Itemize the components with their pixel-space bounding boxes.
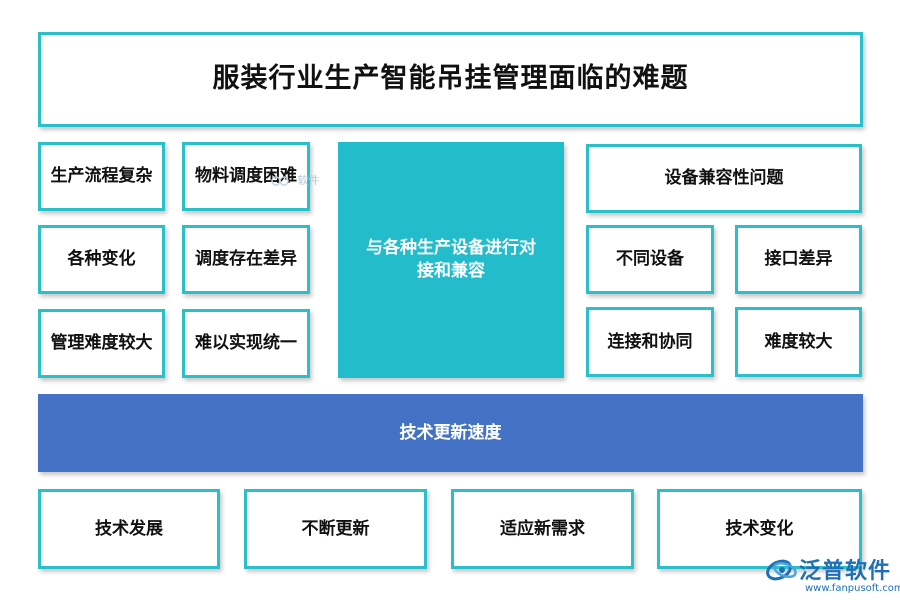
node-left-col1-2: 各种变化 bbox=[38, 225, 165, 294]
node-bottom-2: 不断更新 bbox=[244, 489, 427, 569]
node-right-1: 不同设备 bbox=[586, 225, 714, 294]
node-right-header: 设备兼容性问题 bbox=[586, 144, 862, 213]
node-right-2: 接口差异 bbox=[735, 225, 862, 294]
node-left-col2-2: 调度存在差异 bbox=[182, 225, 310, 294]
node-bottom-3: 适应新需求 bbox=[451, 489, 634, 569]
node-left-col2-3: 难以实现统一 bbox=[182, 309, 310, 378]
diagram-title: 服装行业生产智能吊挂管理面临的难题 bbox=[38, 32, 863, 127]
watermark: 软件 bbox=[270, 172, 320, 188]
fanpu-logo-icon bbox=[766, 559, 797, 581]
node-left-col2-1: 物料调度困难 bbox=[182, 142, 310, 211]
node-right-4: 难度较大 bbox=[735, 307, 862, 377]
node-center-compatibility: 与各种生产设备进行对接和兼容 bbox=[338, 142, 564, 378]
node-left-col1-3: 管理难度较大 bbox=[38, 309, 165, 378]
watermark-text: 软件 bbox=[297, 174, 320, 187]
node-left-col1-1: 生产流程复杂 bbox=[38, 142, 165, 211]
brand-logo: 泛普软件 www.fanpusoft.com bbox=[765, 553, 900, 597]
node-bottom-4: 技术变化 bbox=[657, 489, 862, 569]
logo-name: 泛普软件 bbox=[799, 559, 892, 584]
band-tech-update-speed: 技术更新速度 bbox=[38, 394, 863, 472]
watermark-logo-icon bbox=[271, 176, 289, 186]
logo-url: www.fanpusoft.com bbox=[805, 583, 900, 594]
node-bottom-1: 技术发展 bbox=[38, 489, 220, 569]
node-right-3: 连接和协同 bbox=[586, 307, 714, 377]
